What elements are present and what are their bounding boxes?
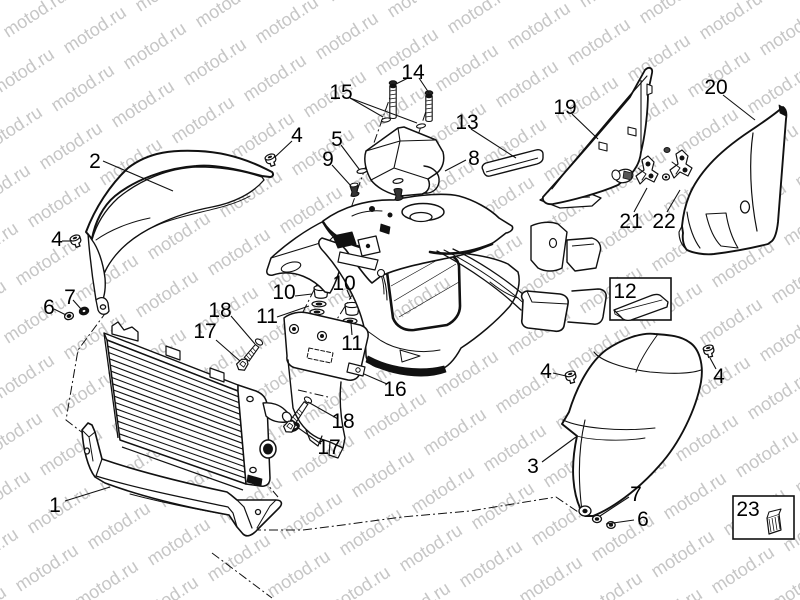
svg-text:4: 4 [51, 228, 63, 251]
svg-text:5: 5 [331, 128, 343, 151]
svg-text:2: 2 [89, 150, 101, 173]
svg-text:13: 13 [455, 111, 478, 134]
svg-text:4: 4 [540, 360, 552, 383]
svg-text:8: 8 [468, 147, 480, 170]
svg-text:15: 15 [329, 81, 352, 104]
svg-text:22: 22 [652, 210, 675, 233]
svg-text:11: 11 [256, 305, 278, 328]
svg-text:3: 3 [527, 455, 539, 478]
svg-text:16: 16 [383, 378, 406, 401]
svg-text:6: 6 [43, 296, 55, 319]
svg-text:6: 6 [637, 508, 649, 531]
svg-text:9: 9 [322, 148, 334, 171]
svg-text:12: 12 [613, 280, 636, 303]
svg-text:20: 20 [704, 76, 727, 99]
svg-text:7: 7 [630, 483, 642, 506]
svg-text:19: 19 [553, 96, 576, 119]
svg-text:11: 11 [341, 332, 363, 355]
svg-text:21: 21 [619, 210, 642, 233]
svg-text:18: 18 [331, 410, 354, 433]
svg-text:14: 14 [401, 61, 425, 84]
svg-text:4: 4 [713, 365, 725, 388]
svg-text:1: 1 [49, 494, 61, 517]
svg-text:7: 7 [64, 286, 76, 309]
svg-text:17: 17 [317, 436, 340, 459]
svg-text:17: 17 [193, 320, 216, 343]
svg-text:10: 10 [272, 281, 295, 304]
svg-text:18: 18 [208, 299, 231, 322]
svg-text:23: 23 [736, 498, 759, 521]
svg-text:4: 4 [291, 124, 303, 147]
svg-text:10: 10 [332, 272, 355, 295]
